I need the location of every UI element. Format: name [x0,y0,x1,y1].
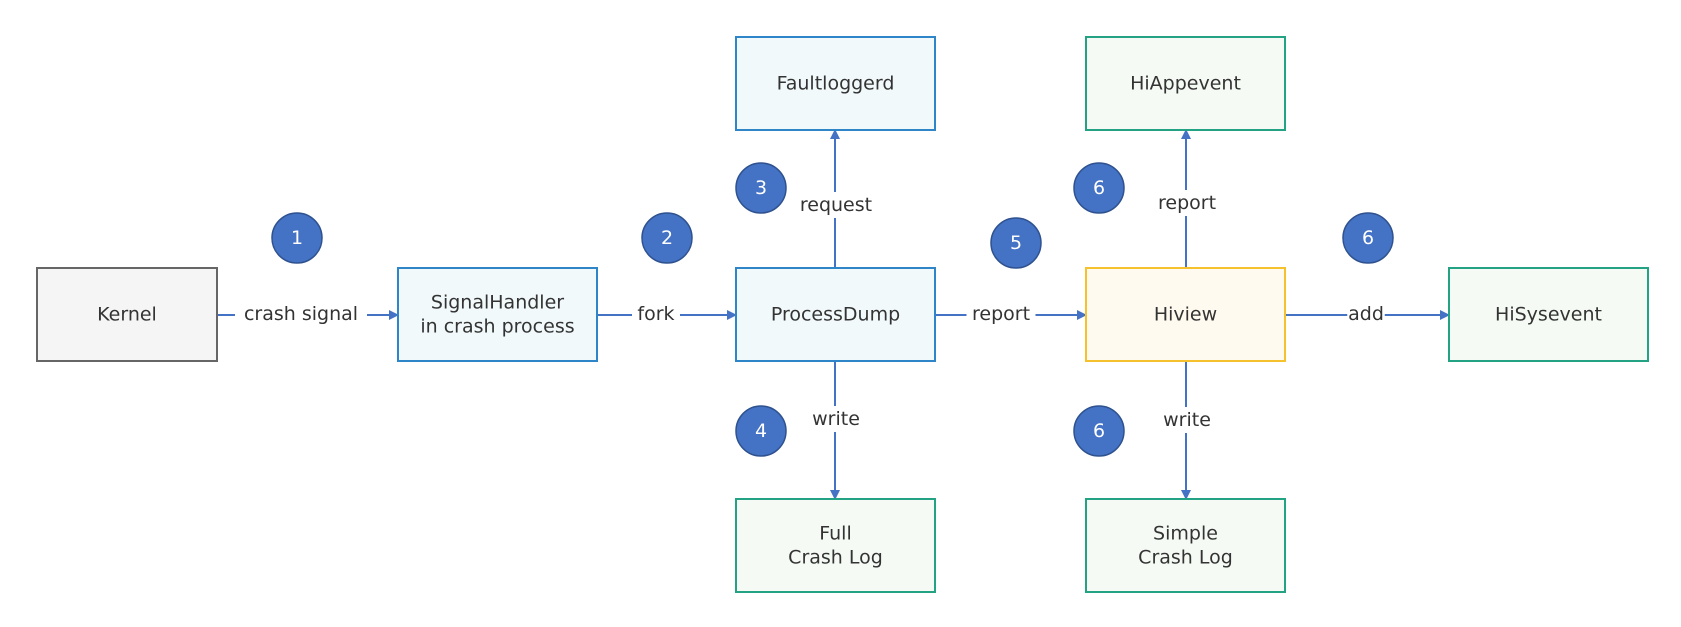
edge-label-processdump-to-faultloggerd: request [800,194,872,216]
node-box-kernel [36,267,218,362]
node-label-full-crash-log: Full [819,523,852,545]
node-faultloggerd: Faultloggerd [735,36,936,131]
node-hiview: Hiview [1085,267,1286,362]
step-badge-step-6b: 6 [1342,212,1394,264]
edge-label-hiview-to-hiappevent: report [1158,192,1216,214]
step-number: 1 [291,227,303,249]
edge-hiview-to-hiappevent: report [1152,129,1222,268]
node-box-hiappevent [1085,36,1286,131]
node-label-signalhandler: SignalHandler [431,292,564,314]
node-processdump: ProcessDump [735,267,936,362]
step-number: 6 [1093,420,1105,442]
step-circle [1073,162,1125,214]
edge-processdump-to-hiview: report [935,301,1087,327]
edge-label-background [796,192,876,218]
node-box-hiview [1085,267,1286,362]
step-badge-step-3: 3 [735,162,787,214]
node-label-faultloggerd: Faultloggerd [777,73,895,95]
node-box-hisysevent [1448,267,1649,362]
step-badge-step-6c: 6 [1073,405,1125,457]
node-label-kernel: Kernel [97,304,157,326]
node-label-signalhandler: in crash process [420,316,574,338]
node-label-processdump: ProcessDump [771,304,900,326]
step-circle [735,405,787,457]
node-hiappevent: HiAppevent [1085,36,1286,131]
edge-label-background [1157,407,1217,433]
step-number: 6 [1093,177,1105,199]
node-label-hisysevent: HiSysevent [1495,304,1602,326]
node-box-signalhandler [397,267,598,362]
step-badge-step-2: 2 [641,212,693,264]
node-hisysevent: HiSysevent [1448,267,1649,362]
step-circle [1073,405,1125,457]
step-number: 6 [1362,227,1374,249]
step-number: 4 [755,420,767,442]
node-box-faultloggerd [735,36,936,131]
edge-label-background [806,406,866,432]
step-badge-step-4: 4 [735,405,787,457]
node-label-full-crash-log: Crash Log [788,547,883,569]
step-number: 3 [755,177,767,199]
node-label-simple-crash-log: Crash Log [1138,547,1233,569]
step-number: 2 [661,227,673,249]
edge-label-kernel-to-signalhandler: crash signal [244,303,358,325]
node-box-simple-crash-log [1085,498,1286,593]
step-number: 5 [1010,232,1022,254]
node-box-full-crash-log [735,498,936,593]
node-label-hiappevent: HiAppevent [1130,73,1241,95]
step-circle [641,212,693,264]
node-kernel: Kernel [36,267,218,362]
step-badge-step-1: 1 [271,212,323,264]
edge-label-hiview-to-hisysevent: add [1348,303,1384,325]
step-circle [735,162,787,214]
edge-label-processdump-to-hiview: report [972,303,1030,325]
edge-signalhandler-to-processdump: fork [597,301,737,327]
node-box-processdump [735,267,936,362]
edge-processdump-to-full-crash-log: write [806,361,866,500]
node-label-simple-crash-log: Simple [1153,523,1218,545]
node-label-hiview: Hiview [1154,304,1217,326]
edge-label-hiview-to-simple-crash-log: write [1163,409,1211,431]
edge-hiview-to-hisysevent: add [1285,301,1450,327]
step-badge-step-5: 5 [990,217,1042,269]
edge-label-background [1347,301,1385,327]
edge-processdump-to-faultloggerd: request [796,129,876,268]
edge-label-background [235,301,367,327]
edge-label-processdump-to-full-crash-log: write [812,408,860,430]
edge-label-background [966,301,1036,327]
edge-kernel-to-signalhandler: crash signal [217,301,399,327]
step-circle [1342,212,1394,264]
edge-hiview-to-simple-crash-log: write [1157,361,1217,500]
edge-label-background [1152,190,1222,216]
edge-label-background [632,301,680,327]
edge-label-signalhandler-to-processdump: fork [637,303,674,325]
step-badge-step-6a: 6 [1073,162,1125,214]
step-circle [990,217,1042,269]
step-circle [271,212,323,264]
